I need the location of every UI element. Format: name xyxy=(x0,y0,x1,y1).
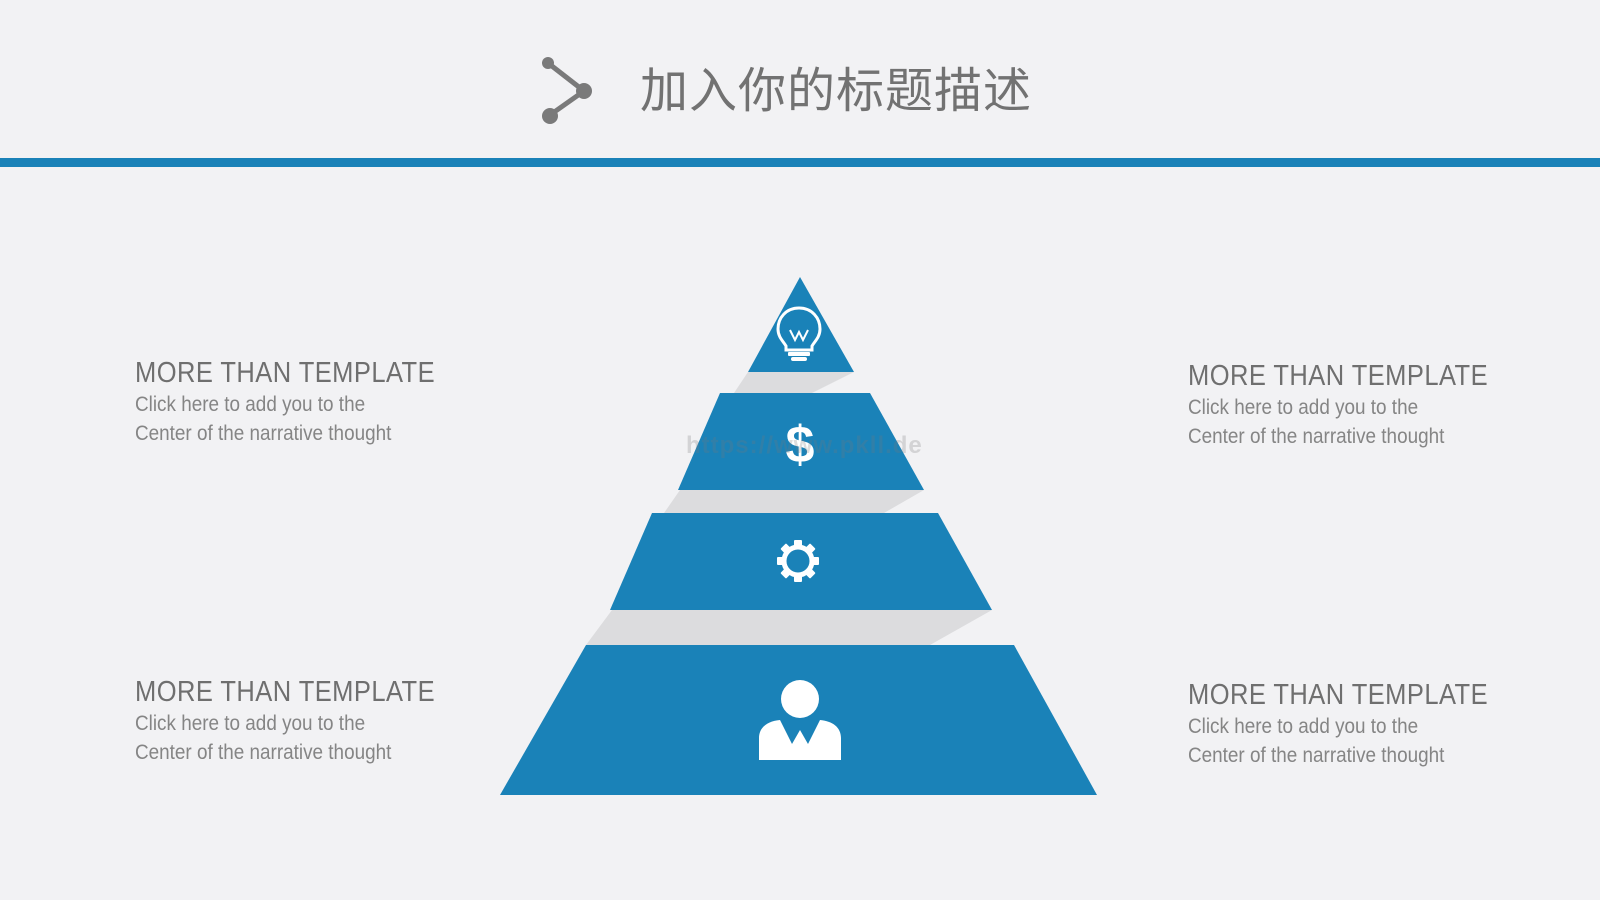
text-block-line: Click here to add you to the xyxy=(1188,715,1419,738)
pyramid-tier-2 xyxy=(678,393,924,490)
header-accent-bar xyxy=(0,158,1600,167)
text-block-line: Center of the narrative thought xyxy=(1188,425,1445,448)
tier-shadow-3 xyxy=(586,610,992,645)
gear-icon xyxy=(777,540,819,582)
lightbulb-icon xyxy=(776,306,822,361)
text-block-bottom-right: MORE THAN TEMPLATE Click here to add you… xyxy=(1188,678,1528,770)
pyramid-tier-1 xyxy=(748,277,854,372)
text-block-line: Center of the narrative thought xyxy=(135,422,392,445)
text-block-top-left: MORE THAN TEMPLATE Click here to add you… xyxy=(135,356,475,448)
text-block-bottom-left: MORE THAN TEMPLATE Click here to add you… xyxy=(135,675,475,767)
text-block-top-right: MORE THAN TEMPLATE Click here to add you… xyxy=(1188,359,1528,451)
tier-shadow-1 xyxy=(734,372,854,393)
share-nodes-icon xyxy=(542,57,592,124)
text-block-heading: MORE THAN TEMPLATE xyxy=(1188,679,1489,711)
text-block-line: Click here to add you to the xyxy=(135,393,366,416)
text-block-line: Click here to add you to the xyxy=(1188,396,1419,419)
tier-shadow-2 xyxy=(664,490,924,513)
text-block-heading: MORE THAN TEMPLATE xyxy=(1188,360,1489,392)
user-icon xyxy=(759,680,841,760)
text-block-heading: MORE THAN TEMPLATE xyxy=(135,357,436,389)
text-block-heading: MORE THAN TEMPLATE xyxy=(135,676,436,708)
text-block-line: Center of the narrative thought xyxy=(1188,744,1445,767)
pyramid-tier-3 xyxy=(610,513,992,610)
dollar-icon: $ xyxy=(786,416,815,474)
pyramid-tier-4 xyxy=(500,645,1097,795)
text-block-line: Click here to add you to the xyxy=(135,712,366,735)
watermark: https://www.pkll.de xyxy=(686,432,923,459)
page-title: 加入你的标题描述 xyxy=(640,65,1033,118)
text-block-line: Center of the narrative thought xyxy=(135,741,392,764)
